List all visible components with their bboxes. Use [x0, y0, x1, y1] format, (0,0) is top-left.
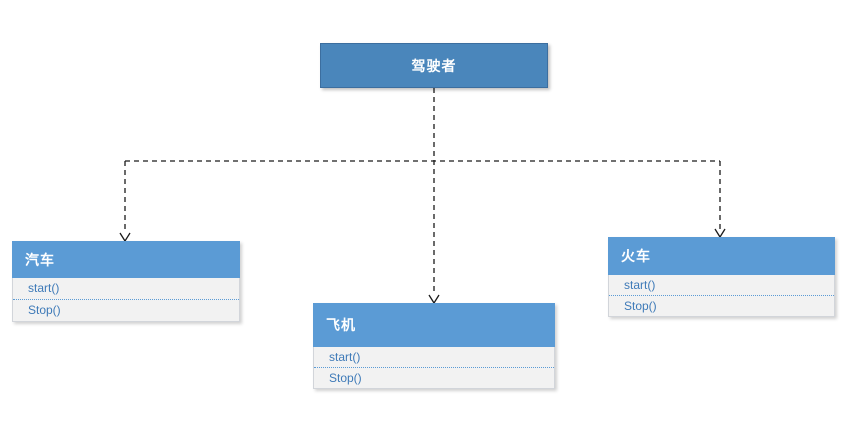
node-train[interactable]: 火车 start() Stop(): [608, 237, 835, 317]
arrowhead-icon: [428, 294, 440, 305]
node-plane[interactable]: 飞机 start() Stop(): [313, 303, 555, 389]
node-train-label: 火车: [621, 248, 651, 264]
method-row: start(): [28, 281, 60, 295]
method-row: start(): [329, 350, 361, 364]
node-car-header: 汽车: [12, 241, 240, 278]
node-plane-label: 飞机: [326, 317, 356, 333]
node-driver[interactable]: 驾驶者: [320, 43, 548, 88]
method-row: start(): [624, 278, 656, 292]
arrowhead-icon: [714, 228, 726, 239]
node-car[interactable]: 汽车 start() Stop(): [12, 241, 240, 322]
node-train-header: 火车: [608, 237, 835, 275]
method-row: Stop(): [314, 367, 554, 388]
method-row: Stop(): [609, 295, 834, 316]
node-driver-label: 驾驶者: [411, 57, 457, 74]
arrowhead-icon: [119, 232, 131, 243]
node-plane-header: 飞机: [313, 303, 555, 347]
node-plane-methods: start() Stop(): [313, 347, 555, 389]
method-row: Stop(): [13, 299, 239, 321]
node-car-methods: start() Stop(): [12, 278, 240, 322]
node-car-label: 汽车: [25, 251, 55, 268]
node-train-methods: start() Stop(): [608, 275, 835, 317]
